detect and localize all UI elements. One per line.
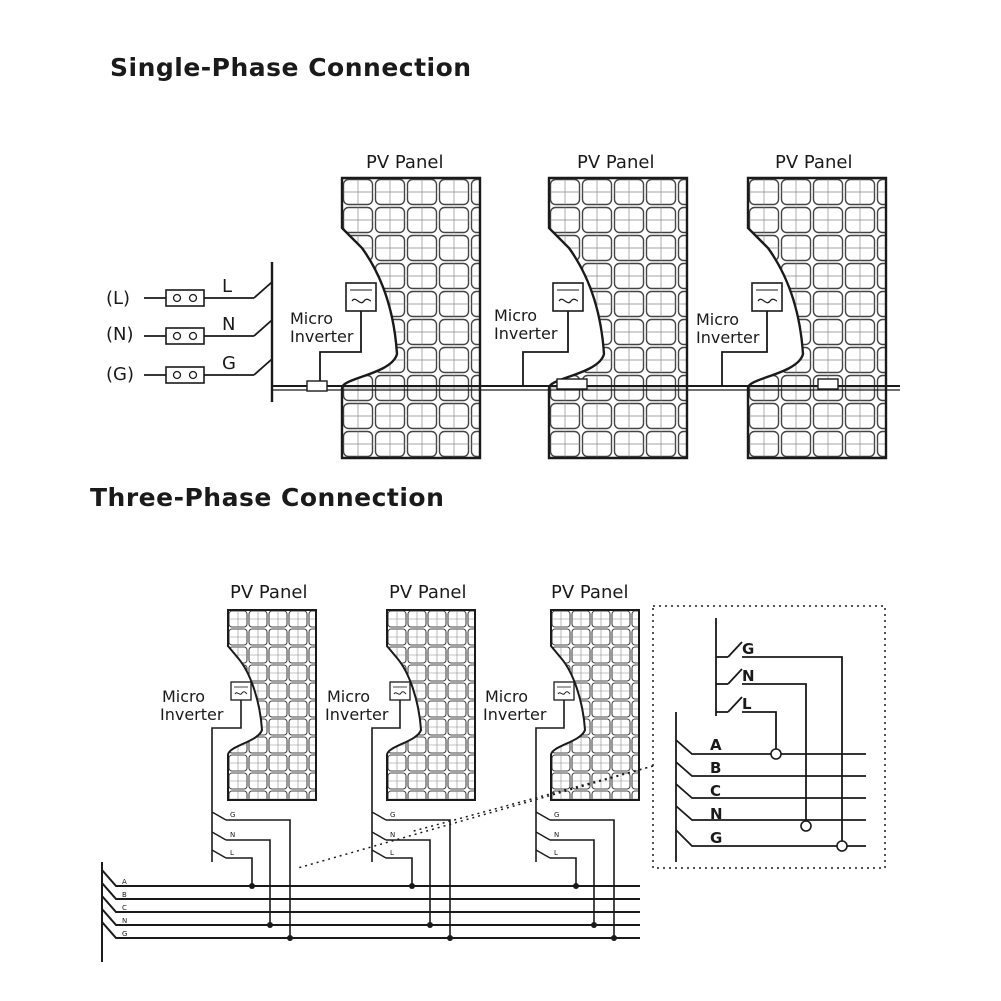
sp-trunk-connector-1 bbox=[306, 380, 328, 392]
tp-drop-1-label-2: L bbox=[230, 849, 234, 857]
detail-bus-wires bbox=[675, 712, 866, 862]
detail-drop-label-n: N bbox=[742, 667, 755, 685]
tp-inverter-2-label-1: Micro bbox=[327, 687, 370, 706]
sp-inverter-2-icon bbox=[552, 282, 584, 312]
detail-callout-box bbox=[652, 605, 886, 869]
tp-bus-label-2: C bbox=[122, 904, 127, 912]
tp-drop-2-label-0: G bbox=[390, 811, 395, 819]
tp-drop-3-label-1: N bbox=[554, 831, 559, 839]
sp-inverter-3-label-1: Micro bbox=[696, 310, 739, 329]
sp-terminal-g: (G) G bbox=[106, 353, 273, 385]
detail-bus-label-g: G bbox=[710, 829, 722, 847]
tp-bus-label-0: A bbox=[122, 878, 127, 886]
sp-pv-panel-3 bbox=[746, 176, 888, 460]
tp-drop-2-label-1: N bbox=[390, 831, 395, 839]
tp-drop-3-label-2: L bbox=[554, 849, 558, 857]
tp-panel-2-label: PV Panel bbox=[389, 582, 466, 603]
tp-inverter-cables bbox=[211, 700, 565, 816]
detail-junction-g bbox=[836, 840, 848, 852]
tp-drop-1-label-0: G bbox=[230, 811, 235, 819]
detail-bus-label-b: B bbox=[710, 759, 721, 777]
detail-drop-label-g: G bbox=[742, 640, 754, 658]
tp-drop-group-2: G N L bbox=[371, 811, 453, 941]
sp-panel-1-label: PV Panel bbox=[366, 152, 443, 173]
tp-bus-label-1: B bbox=[122, 891, 127, 899]
tp-drop-group-3: G N L bbox=[535, 811, 617, 941]
tp-inverter-2-label-2: Inverter bbox=[325, 705, 389, 724]
tp-drop-group-1: G N L bbox=[211, 811, 293, 941]
three-phase-title: Three-Phase Connection bbox=[90, 483, 444, 512]
tp-drop-2-label-2: L bbox=[390, 849, 394, 857]
single-phase-title: Single-Phase Connection bbox=[110, 53, 472, 82]
tp-panel-3-label: PV Panel bbox=[551, 582, 628, 603]
terminal-l-code: (L) bbox=[106, 288, 130, 309]
tp-drop-1-label-1: N bbox=[230, 831, 235, 839]
sp-inverter-1-icon bbox=[345, 282, 377, 312]
sp-inverter-1-label-2: Inverter bbox=[290, 327, 354, 346]
tp-inverter-1-label-1: Micro bbox=[162, 687, 205, 706]
detail-drop-wires bbox=[715, 618, 843, 846]
sp-inverter-3-icon bbox=[751, 282, 783, 312]
tp-inverter-1-label-2: Inverter bbox=[160, 705, 224, 724]
tp-inverter-3-icon bbox=[553, 681, 575, 701]
sp-inverter-2-label-2: Inverter bbox=[494, 324, 558, 343]
detail-drop-label-l: L bbox=[742, 695, 752, 713]
terminal-g-code: (G) bbox=[106, 364, 134, 385]
terminal-n-wire: N bbox=[222, 314, 235, 335]
sp-terminal-l: (L) L bbox=[106, 276, 273, 309]
detail-leader-lines bbox=[297, 765, 654, 869]
sp-pv-panel-2 bbox=[547, 176, 689, 460]
sp-inverter-drops bbox=[319, 311, 768, 386]
sp-inverter-2-label-1: Micro bbox=[494, 306, 537, 325]
terminal-g-wire: G bbox=[222, 353, 236, 374]
tp-inverter-2-icon bbox=[389, 681, 411, 701]
sp-panel-3-label: PV Panel bbox=[775, 152, 852, 173]
sp-trunk-connector-2 bbox=[556, 378, 588, 390]
tp-panel-1-label: PV Panel bbox=[230, 582, 307, 603]
tp-inverter-3-label-1: Micro bbox=[485, 687, 528, 706]
detail-bus-label-n: N bbox=[710, 805, 723, 823]
tp-inverter-3-label-2: Inverter bbox=[483, 705, 547, 724]
detail-bus-label-a: A bbox=[710, 736, 722, 754]
tp-inverter-1-icon bbox=[230, 681, 252, 701]
sp-panel-2-label: PV Panel bbox=[577, 152, 654, 173]
sp-trunk-connector-3 bbox=[817, 378, 839, 390]
detail-junction-n bbox=[800, 820, 812, 832]
tp-main-bus bbox=[101, 862, 640, 962]
tp-bus-label-4: G bbox=[122, 930, 127, 938]
terminal-n-code: (N) bbox=[106, 324, 134, 345]
tp-bus-label-3: N bbox=[122, 917, 127, 925]
sp-inverter-1-label-1: Micro bbox=[290, 309, 333, 328]
sp-inverter-3-label-2: Inverter bbox=[696, 328, 760, 347]
sp-terminal-n: (N) N bbox=[106, 314, 273, 345]
terminal-l-wire: L bbox=[222, 276, 232, 297]
detail-junction-l bbox=[770, 748, 782, 760]
tp-drop-3-label-0: G bbox=[554, 811, 559, 819]
detail-bus-label-c: C bbox=[710, 782, 721, 800]
sp-pv-panel-1 bbox=[340, 176, 482, 460]
